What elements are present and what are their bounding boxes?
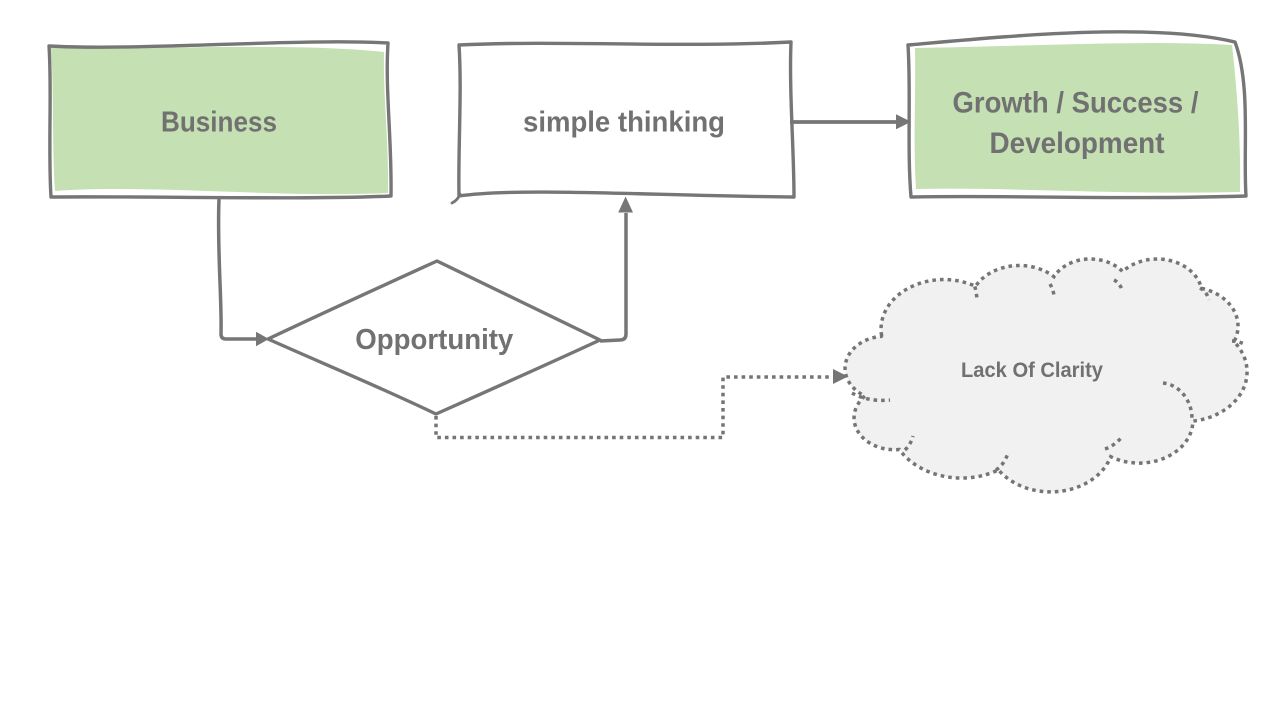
svg-text:Growth / Success /: Growth / Success /: [953, 87, 1200, 120]
svg-text:Business: Business: [161, 107, 277, 139]
svg-text:Lack Of Clarity: Lack Of Clarity: [961, 359, 1103, 382]
svg-text:Development: Development: [990, 127, 1165, 160]
svg-text:Opportunity: Opportunity: [355, 324, 513, 356]
svg-text:simple thinking: simple thinking: [523, 106, 725, 138]
